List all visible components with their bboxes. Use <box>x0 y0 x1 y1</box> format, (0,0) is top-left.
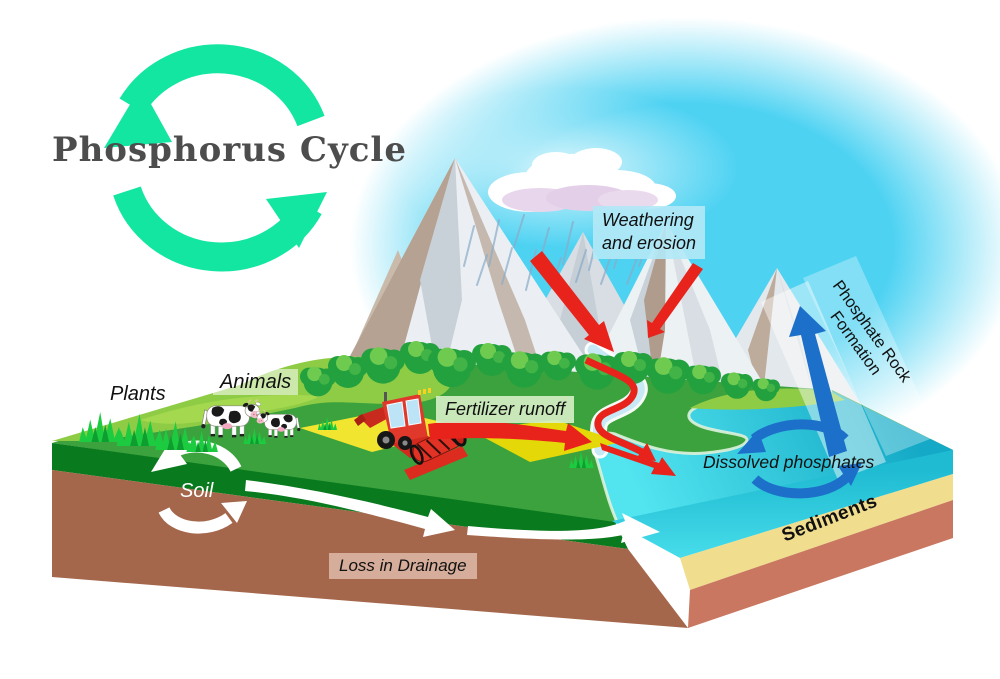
cycle-arrow-top <box>119 44 325 127</box>
erosion-arrow-left <box>530 251 614 352</box>
diagram-title: Phosphorus Cycle <box>52 130 407 170</box>
sediment-band <box>688 500 953 628</box>
label-fertilizer-runoff: Fertilizer runoff <box>436 396 575 424</box>
rain <box>463 214 650 291</box>
sand-band <box>680 474 953 590</box>
label-loss-in-drainage: Loss in Drainage <box>329 553 477 580</box>
label-weathering-erosion: Weathering and erosion <box>593 206 706 259</box>
rain-cloud <box>488 148 676 212</box>
drainage-arrows <box>245 480 660 543</box>
phosphate-rock-arrow <box>789 306 847 457</box>
water-side-face <box>612 450 953 558</box>
cycle-arrow-top-head <box>104 86 172 148</box>
river-flow-arrow <box>584 356 644 456</box>
runoff-to-sea-arrow <box>600 443 676 476</box>
label-weathering-line1: Weathering <box>602 210 694 230</box>
erosion-arrow-right <box>647 263 703 338</box>
cycle-arrow-bottom-head <box>266 192 327 248</box>
title-cycle-arrows <box>104 44 327 272</box>
dissolved-phosphates-cycle <box>737 419 862 499</box>
sea-surface <box>592 391 953 524</box>
label-weathering-line2: and erosion <box>602 233 697 254</box>
tractor <box>354 388 468 480</box>
river-flow-arrowhead <box>636 443 656 461</box>
soil-face <box>52 470 688 628</box>
label-soil: Soil <box>180 480 214 502</box>
red-arrows <box>428 251 703 476</box>
label-dissolved-phosphates: Dissolved phosphates <box>703 452 875 472</box>
label-plants: Plants <box>110 383 166 405</box>
label-animals: Animals <box>213 369 299 395</box>
fertilizer-runoff-arrow <box>428 421 592 451</box>
